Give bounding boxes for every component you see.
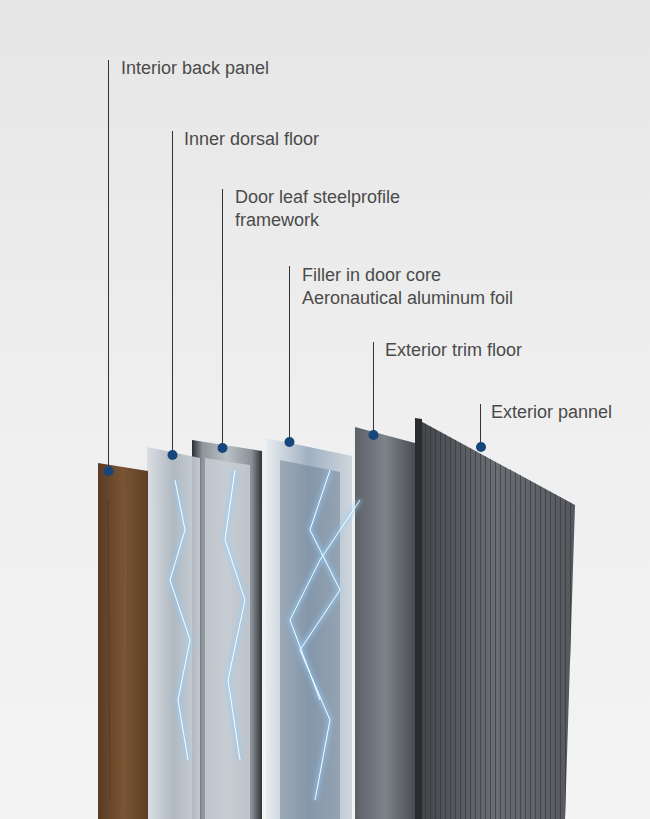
leader-line (108, 60, 109, 470)
leader-line (222, 189, 223, 448)
leader-dot (285, 437, 295, 447)
leader-dot (104, 466, 114, 476)
leader-dot (476, 442, 486, 452)
leader-line (480, 404, 481, 447)
part-label: Inner dorsal floor (184, 128, 444, 151)
leader-dot (218, 443, 228, 453)
part-label: Exterior trim floor (385, 339, 625, 362)
part-label: Filler in door core (302, 264, 602, 287)
leader-line (172, 131, 173, 455)
leader-dot (369, 430, 379, 440)
part-label: Aeronautical aluminum foil (302, 287, 602, 310)
part-label: Exterior pannel (491, 401, 641, 424)
leader-line (373, 342, 374, 435)
leader-dot (168, 450, 178, 460)
leader-line (289, 266, 290, 442)
part-label: Door leaf steelprofile framework (235, 186, 435, 232)
part-label: Interior back panel (121, 57, 381, 80)
